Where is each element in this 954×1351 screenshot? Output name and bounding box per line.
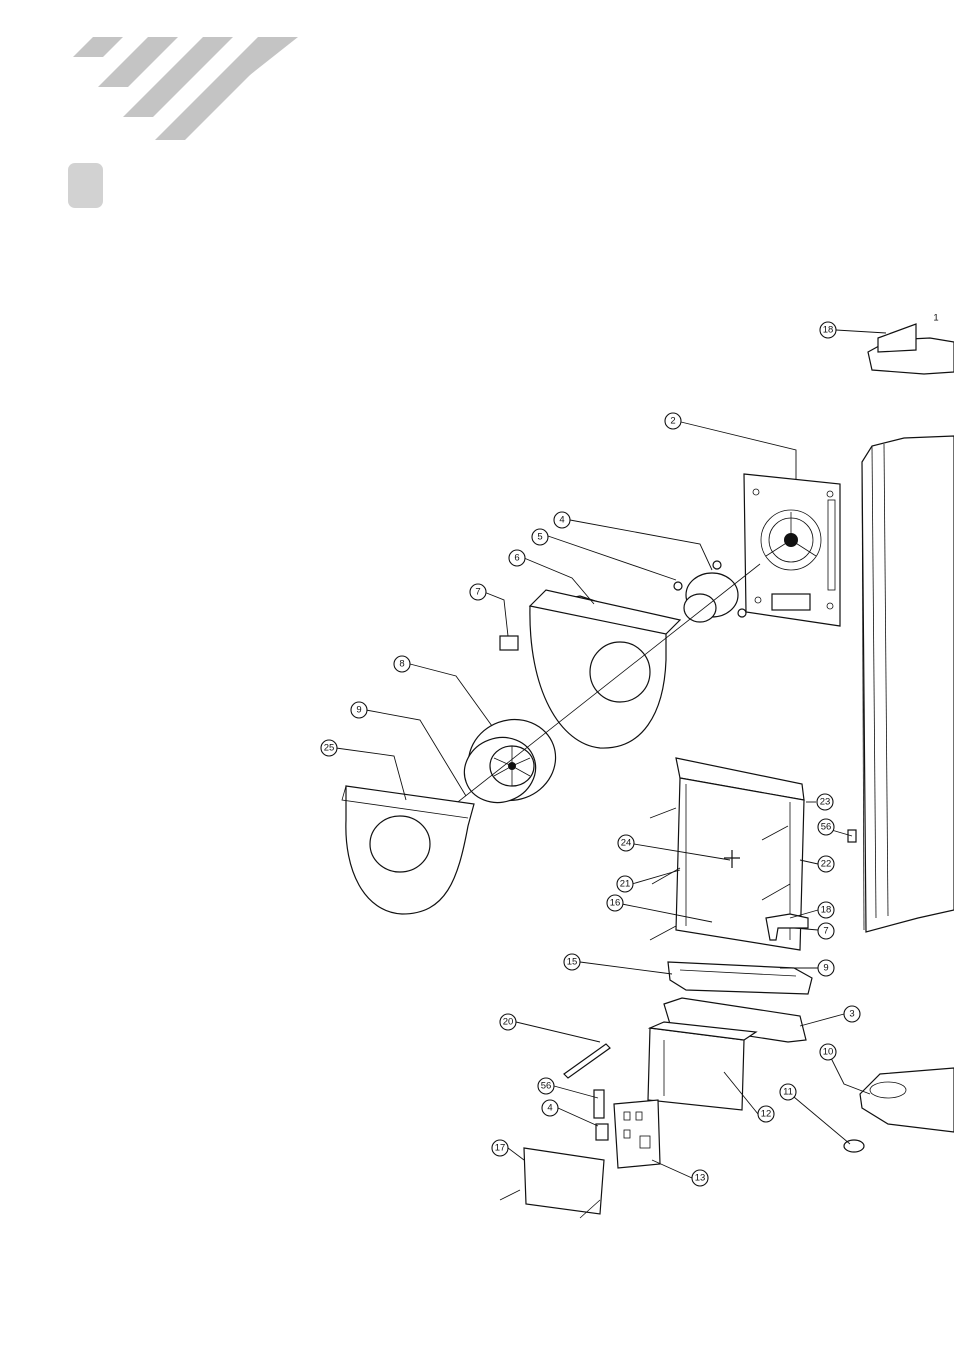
blower-wheel [463, 718, 557, 804]
callout-3: 3 [843, 1005, 861, 1023]
svg-text:18: 18 [821, 905, 832, 916]
svg-text:11: 11 [783, 1087, 793, 1098]
top-cover [867, 323, 954, 375]
callout-22: 22 [817, 855, 835, 873]
callout-25: 25 [320, 739, 338, 757]
motor-mount-plate [743, 473, 841, 627]
callout-11: 11 [779, 1083, 797, 1101]
svg-text:8: 8 [399, 659, 404, 670]
callout-7-pipe: 7 [817, 922, 835, 940]
svg-text:1: 1 [933, 313, 938, 324]
callout-56-terminal: 56 [537, 1077, 555, 1095]
svg-text:3: 3 [849, 1009, 854, 1020]
callout-16: 16 [606, 894, 624, 912]
fan-motor [673, 560, 747, 623]
svg-text:16: 16 [610, 898, 621, 909]
svg-text:6: 6 [514, 553, 519, 564]
svg-text:7: 7 [475, 587, 480, 598]
callout-21: 21 [616, 875, 634, 893]
svg-text:56: 56 [821, 822, 832, 833]
cover-plate [499, 1147, 605, 1219]
callout-5: 5 [531, 528, 549, 546]
control-board [613, 1099, 661, 1169]
svg-text:21: 21 [620, 879, 631, 890]
callout-12: 12 [757, 1105, 775, 1123]
callout-24: 24 [617, 834, 635, 852]
callout-6: 6 [508, 549, 526, 567]
callout-18-top: 18 [819, 321, 837, 339]
svg-text:24: 24 [621, 838, 632, 849]
svg-text:4: 4 [547, 1103, 552, 1114]
callout-15: 15 [563, 953, 581, 971]
callout-9-lower: 9 [817, 959, 835, 977]
svg-text:22: 22 [821, 859, 832, 870]
svg-text:5: 5 [537, 532, 542, 543]
section-badge [68, 163, 103, 208]
wiring-components [563, 1043, 611, 1141]
header-stripes-decoration [73, 37, 298, 140]
callout-23: 23 [816, 793, 834, 811]
svg-text:10: 10 [823, 1047, 834, 1058]
callout-13: 13 [691, 1169, 709, 1187]
svg-text:9: 9 [823, 963, 828, 974]
svg-text:56: 56 [541, 1081, 552, 1092]
callout-18-pipe: 18 [817, 901, 835, 919]
callout-17: 17 [491, 1139, 509, 1157]
front-fan-housing [341, 785, 475, 915]
evaporator-frame [649, 757, 805, 951]
svg-text:12: 12 [761, 1109, 772, 1120]
callout-56-side: 56 [817, 818, 835, 836]
svg-text:2: 2 [670, 416, 675, 427]
svg-text:4: 4 [559, 515, 564, 526]
callout-7-upper: 7 [469, 583, 487, 601]
unit-base [859, 1067, 954, 1133]
drain-piping [765, 913, 809, 941]
svg-text:25: 25 [324, 743, 335, 754]
leader-lines [335, 329, 887, 1179]
callout-4-screw: 4 [541, 1099, 559, 1117]
rear-fan-housing [499, 589, 682, 749]
callout-9-upper: 9 [350, 701, 368, 719]
svg-text:18: 18 [823, 325, 834, 336]
drain-pan [667, 961, 813, 995]
callout-20: 20 [499, 1013, 517, 1031]
svg-text:13: 13 [695, 1173, 706, 1184]
svg-text:23: 23 [820, 797, 831, 808]
cabinet-side-panel [861, 435, 954, 933]
callout-2: 2 [664, 412, 682, 430]
callout-1: 1 [933, 313, 938, 324]
svg-text:15: 15 [567, 957, 578, 968]
svg-text:7: 7 [823, 926, 828, 937]
callout-10: 10 [819, 1043, 837, 1061]
callout-4-motor: 4 [553, 511, 571, 529]
svg-text:9: 9 [356, 705, 361, 716]
callout-8: 8 [393, 655, 411, 673]
electrical-box [647, 1021, 758, 1111]
svg-text:20: 20 [503, 1017, 514, 1028]
svg-text:17: 17 [495, 1143, 506, 1154]
